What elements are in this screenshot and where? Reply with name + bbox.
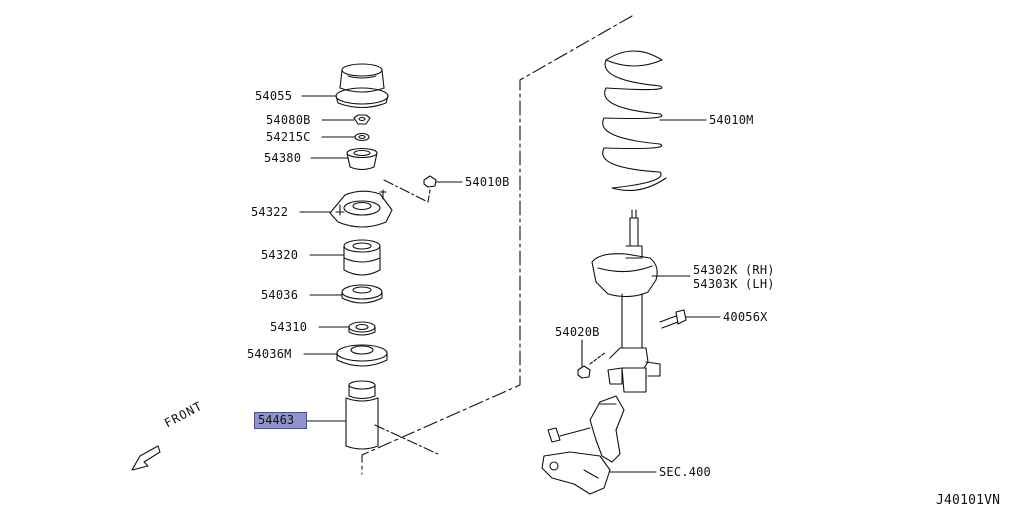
part-label-54302k[interactable]: 54302K (RH) [693,263,775,277]
strut-shape [591,209,661,393]
part-label-54020b[interactable]: 54020B [555,325,600,339]
part-label-54303k[interactable]: 54303K (LH) [693,277,775,291]
washer-54215c-shape [354,132,370,142]
mount-54322-shape [329,189,393,228]
assembly-outline [361,15,633,475]
cap-54055-shape [335,63,389,109]
mount-group-line [383,179,429,203]
seat-54036m-shape [336,344,388,367]
front-arrow-icon [131,445,161,471]
part-label-54320[interactable]: 54320 [261,248,299,262]
nut-54010b-shape [423,175,437,188]
part-label-54010m[interactable]: 54010M [709,113,754,127]
diagram-code: J40101VN [936,493,1001,508]
knuckle-shape [541,395,625,495]
part-label-54036m[interactable]: 54036M [247,347,292,361]
part-label-54310[interactable]: 54310 [270,320,308,334]
selected-part-highlight[interactable]: 54463 [254,412,307,429]
insulator-54320-shape [343,239,381,276]
bearing-54310-shape [348,321,376,336]
bumper-54463-shape [345,380,379,450]
bumper-group-line [374,424,441,456]
part-label-54463: 54463 [258,413,295,427]
seat-54036-shape [341,284,383,304]
part-label-40056x[interactable]: 40056X [723,310,768,324]
part-label-54080b[interactable]: 54080B [266,113,311,127]
bushing-54380-shape [346,147,378,171]
part-label-54215c[interactable]: 54215C [266,130,311,144]
section-label-sec400[interactable]: SEC.400 [659,465,711,479]
part-label-54010b[interactable]: 54010B [465,175,510,189]
part-label-54055[interactable]: 54055 [255,89,293,103]
bolt-40056x-shape [659,309,687,329]
part-label-54380[interactable]: 54380 [264,151,302,165]
nut-54020b-shape [577,351,607,379]
nut-54080b-shape [353,114,371,125]
part-label-54036[interactable]: 54036 [261,288,299,302]
part-label-54322[interactable]: 54322 [251,205,289,219]
spring-54010m-shape [602,50,667,191]
